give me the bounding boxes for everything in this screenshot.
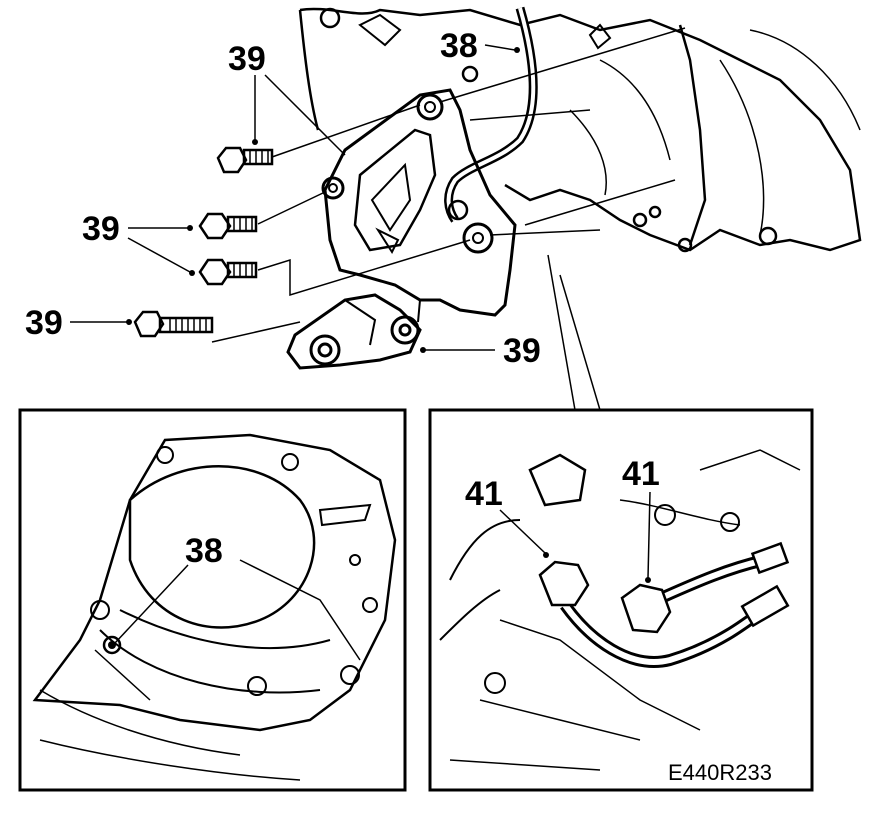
figure-reference: E440R233 [668, 760, 772, 785]
engine-mount-link [286, 284, 422, 370]
leader-lines-top [70, 44, 516, 351]
pipe-union-nuts [538, 541, 790, 634]
leader-inset-left [114, 564, 189, 644]
shift-cable [444, 6, 538, 223]
callout-39-top: 39 [228, 40, 266, 78]
callout-39-left-middle: 39 [82, 210, 120, 248]
leader-dots-inset [543, 552, 651, 583]
gearbox-housing-outline [298, 7, 862, 253]
inset-right-drawing [439, 449, 801, 771]
callout-38-top: 38 [440, 27, 478, 65]
bolt-3 [198, 258, 258, 286]
inset-left-frame [18, 408, 407, 792]
leader-inset-right [499, 491, 651, 579]
bolt-1 [216, 146, 274, 174]
bolt-4 [133, 310, 214, 338]
callout-38-inset: 38 [185, 532, 223, 570]
callout-39-right: 39 [503, 332, 541, 370]
leader-dots-top [126, 47, 520, 353]
inset-left-drawing [32, 433, 397, 781]
callout-41-inset-right: 41 [622, 455, 660, 493]
callout-41-inset-left: 41 [465, 475, 503, 513]
assembly-lines [211, 27, 686, 343]
bolt-2 [198, 212, 258, 240]
callout-39-left-lower: 39 [25, 304, 63, 342]
inset-right-frame [428, 408, 814, 792]
detail-pointer [547, 254, 601, 411]
engine-mount-bracket [321, 88, 517, 317]
